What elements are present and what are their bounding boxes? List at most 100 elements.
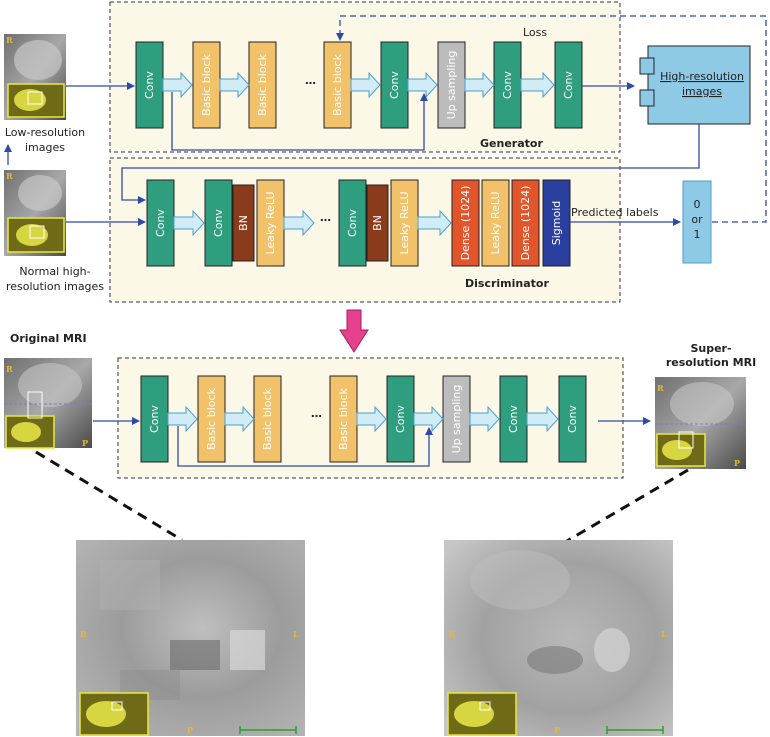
dis-sigmoid [542, 179, 571, 267]
hr-to-discriminator-line [121, 124, 700, 204]
dis-bn-1 [232, 184, 255, 262]
gen-upsampling-label: Up sampling [445, 51, 458, 120]
dis-leaky-relu-3-label: Leaky ReLU [489, 192, 502, 255]
generator-blocks: Conv Basic block Basic block … Basic blo… [135, 41, 583, 129]
dis-leaky-relu-3 [481, 179, 510, 267]
sr-mri-line1: Super- [690, 342, 731, 355]
dis-conv-1-label: Conv [154, 209, 167, 237]
zoom-sr-r: R [448, 629, 455, 639]
sr-mri-line2: resolution MRI [666, 356, 756, 369]
zoom-line-right [554, 468, 689, 550]
gen-conv-3 [493, 41, 522, 129]
output-label-1: 1 [694, 228, 701, 241]
predicted-labels-text: Predicted labels [571, 206, 659, 219]
output-label-0: 0 [694, 198, 701, 211]
inf-basic-block-1-label: Basic block [205, 387, 218, 449]
normal-hr-r: R [6, 171, 13, 181]
dis-leaky-relu-2-label: Leaky ReLU [398, 192, 411, 255]
loss-feedback-line [336, 15, 767, 223]
original-mri-label: Original MRI [10, 332, 87, 345]
orig-p: P [82, 438, 88, 448]
dis-conv-1 [146, 179, 175, 267]
dis-dense-2 [511, 179, 540, 267]
gen-basic-block-3-label: Basic block [331, 53, 344, 115]
gen-conv-1 [135, 41, 164, 129]
inf-conv-2-label: Conv [394, 405, 407, 433]
hr-images-line2: images [682, 85, 722, 98]
dis-ellipsis: … [320, 211, 331, 224]
normal-hr-line2: resolution images [6, 280, 104, 293]
inf-skip-connection [177, 426, 433, 467]
zoom-orig-r: R [80, 629, 87, 639]
inf-conv-3-label: Conv [507, 405, 520, 433]
original-mri-image: R P [4, 358, 92, 449]
inference-blocks: Conv Basic block Basic block … Basic blo… [140, 375, 587, 463]
zoom-sr-l: L [661, 629, 667, 639]
zoom-sr-image: R L P [444, 540, 673, 736]
loss-label: Loss [523, 26, 547, 39]
gen-basic-block-1 [192, 41, 221, 129]
zoom-orig-p: P [187, 725, 193, 735]
gen-upsampling [437, 41, 466, 129]
transition-arrow [339, 309, 369, 353]
dis-conv-3-label: Conv [346, 209, 359, 237]
dis-bn-1-label: BN [237, 215, 250, 231]
inference-flow-arrows [167, 405, 559, 433]
dis-bn-2 [366, 184, 389, 262]
zoom-sr-p: P [554, 725, 560, 735]
dis-conv-3 [338, 179, 367, 267]
inf-conv-4 [558, 375, 587, 463]
gen-conv-4 [554, 41, 583, 129]
low-res-r: R [6, 35, 13, 45]
sr-r: R [657, 383, 664, 393]
discriminator-flow-arrows [173, 209, 452, 237]
inf-upsampling [442, 375, 471, 463]
low-res-image: R [4, 34, 66, 120]
normal-hr-line1: Normal high- [19, 265, 90, 278]
inf-upsampling-label: Up sampling [450, 385, 463, 454]
gen-conv-4-label: Conv [562, 71, 575, 99]
gen-basic-block-1-label: Basic block [200, 53, 213, 115]
gen-skip-connection [171, 92, 428, 151]
gen-conv-2-label: Conv [388, 71, 401, 99]
dis-dense-1 [451, 179, 480, 267]
dis-dense-1-label: Dense (1024) [459, 186, 472, 261]
zoom-original-image: R L P [76, 540, 305, 736]
dis-dense-2-label: Dense (1024) [519, 186, 532, 261]
inf-basic-block-2 [253, 375, 282, 463]
output-label-box: 0 or 1 [682, 180, 712, 264]
gen-basic-block-2 [248, 41, 277, 129]
dis-bn-2-label: BN [371, 215, 384, 231]
generator-flow-arrows [162, 71, 555, 99]
normal-hr-image: R [4, 170, 66, 256]
hr-images-line1: High-resolution [660, 70, 744, 83]
sr-p: P [734, 458, 740, 468]
inf-conv-1-label: Conv [148, 405, 161, 433]
gen-conv-3-label: Conv [501, 71, 514, 99]
hr-images-box: High-resolution images [639, 45, 751, 125]
dis-leaky-relu-1 [256, 179, 285, 267]
inf-basic-block-3-label: Basic block [337, 387, 350, 449]
gen-ellipsis: … [305, 74, 316, 87]
output-label-or: or [691, 213, 703, 226]
generator-title: Generator [480, 137, 543, 150]
dis-conv-2-label: Conv [212, 209, 225, 237]
zoom-orig-l: L [293, 629, 299, 639]
gen-basic-block-2-label: Basic block [256, 53, 269, 115]
inf-conv-2 [386, 375, 415, 463]
dis-sigmoid-label: Sigmoid [550, 201, 563, 246]
sr-mri-image: R P [655, 377, 746, 469]
discriminator-blocks: Conv Conv BN Leaky ReLU … Conv BN Leaky … [146, 179, 571, 267]
orig-r: R [6, 364, 13, 374]
inf-conv-4-label: Conv [566, 405, 579, 433]
gen-conv-2 [380, 41, 409, 129]
discriminator-title: Discriminator [465, 277, 549, 290]
zoom-line-left [35, 450, 183, 542]
low-res-line2: images [25, 141, 65, 154]
gen-conv-1-label: Conv [143, 71, 156, 99]
dis-leaky-relu-2 [390, 179, 419, 267]
dis-leaky-relu-1-label: Leaky ReLU [264, 192, 277, 255]
inf-ellipsis: … [311, 407, 322, 420]
inf-basic-block-2-label: Basic block [261, 387, 274, 449]
